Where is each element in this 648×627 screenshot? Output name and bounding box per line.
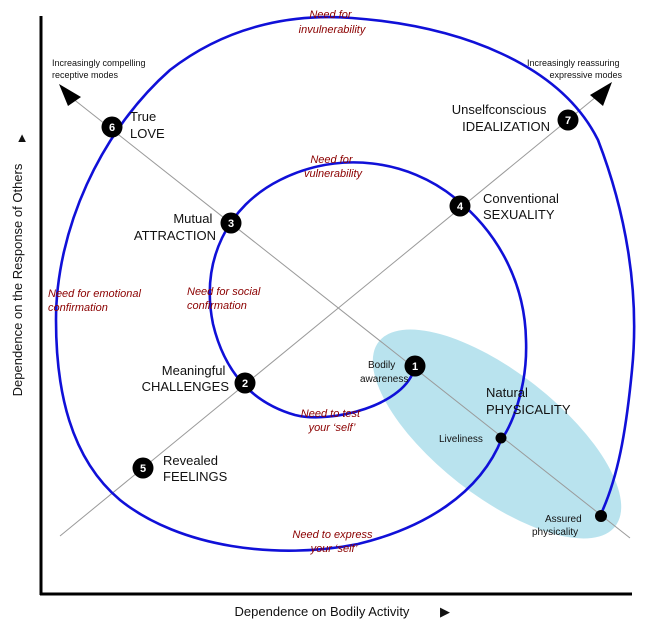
y-axis-arrow-group: ▲ [16, 130, 29, 145]
liveliness-label: Liveliness [439, 434, 483, 445]
stage-label-6: True LOVE [130, 109, 165, 141]
need-social-label: Need for social confirmation [187, 286, 263, 312]
need-vulnerability-label: Need for vulnerability [304, 154, 364, 180]
expressive-modes-caption: Increasingly reassuring expressive modes [527, 58, 623, 80]
need-express-self-label: Need to express your ‘self’ [292, 529, 375, 555]
stage-label-2: Meaningful CHALLENGES [142, 363, 230, 394]
expressive-arrowhead [590, 82, 612, 106]
svg-text:5: 5 [140, 463, 146, 475]
y-axis-label-group: Dependence on the Response of Others [10, 163, 25, 396]
stage-marker-4: 4 [449, 195, 471, 217]
stage-marker-6: 6 [101, 116, 123, 138]
stage-marker-1: 1 [404, 355, 426, 377]
svg-text:6: 6 [109, 122, 115, 134]
x-axis-arrow-icon: ▶ [440, 604, 450, 619]
stage-label-3: Mutual ATTRACTION [134, 211, 216, 243]
stage-label-1: Bodily awareness [360, 360, 408, 385]
receptive-diagonal [71, 97, 631, 539]
assured-physicality-node [595, 510, 607, 522]
physicality-title: Natural PHYSICALITY [486, 385, 571, 417]
need-emotional-label: Need for emotional confirmation [48, 288, 144, 314]
stage-marker-5: 5 [132, 457, 154, 479]
stage-marker-2: 2 [234, 372, 256, 394]
stage-label-4: Conventional SEXUALITY [483, 191, 563, 222]
y-axis-arrow-icon: ▲ [16, 130, 29, 145]
need-test-self-label: Need to test your ‘self’ [301, 408, 363, 434]
liveliness-node [495, 432, 507, 444]
svg-text:7: 7 [565, 115, 571, 127]
receptive-arrowhead [59, 84, 81, 106]
svg-text:4: 4 [457, 201, 464, 213]
stage-marker-7: 7 [557, 109, 579, 131]
receptive-modes-caption: Increasingly compelling receptive modes [52, 58, 148, 80]
need-invulnerability-label: Need for invulnerability [299, 9, 367, 36]
physicality-ellipse [372, 329, 622, 539]
stage-label-5: Revealed FEELINGS [163, 453, 228, 484]
svg-text:3: 3 [228, 218, 234, 230]
stage-label-7: Unselfconscious IDEALIZATION [452, 102, 550, 134]
x-axis-label: Dependence on Bodily Activity [235, 604, 410, 619]
assured-physicality-label: Assured physicality [532, 514, 584, 538]
stage-marker-3: 3 [220, 212, 242, 234]
svg-text:1: 1 [412, 361, 418, 373]
svg-text:2: 2 [242, 378, 248, 390]
y-axis-label: Dependence on the Response of Others [10, 163, 25, 396]
